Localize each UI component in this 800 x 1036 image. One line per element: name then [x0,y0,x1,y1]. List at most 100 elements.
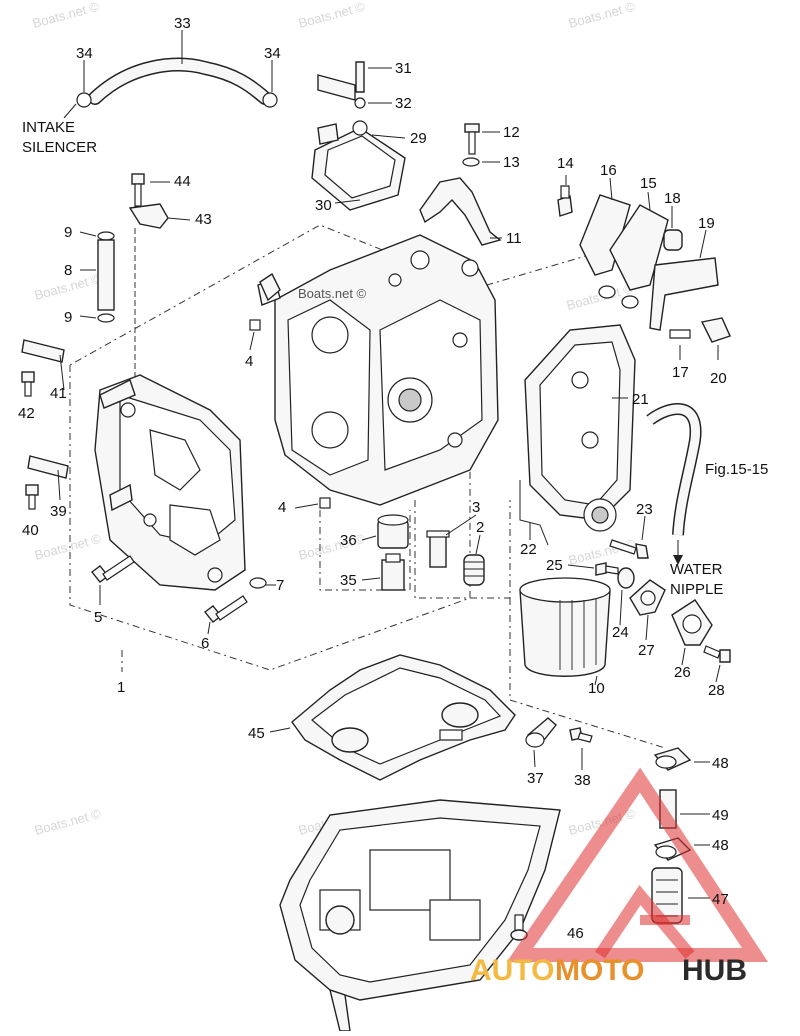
callout-31: 31 [395,60,412,77]
bracket-43-group [128,173,191,229]
callout-5: 5 [94,609,102,626]
assembly-35-boundary [319,510,411,591]
water-nipple-line2: NIPPLE [670,581,723,598]
callout-32: 32 [395,95,412,112]
callout-30: 30 [315,197,332,214]
callout-15: 15 [640,175,657,192]
callout-4-lower: 4 [278,499,286,516]
callout-20: 20 [710,370,727,387]
fig-reference: Fig.15-15 [705,461,768,478]
oil-filter [519,577,611,686]
callout-14: 14 [557,155,574,172]
callout-48-top: 48 [712,755,729,772]
bolt-23 [609,515,649,559]
callout-numbers: 33 34 34 31 32 29 12 13 30 44 43 11 14 1… [18,15,729,942]
callout-48-bottom: 48 [712,837,729,854]
callout-1: 1 [117,679,125,696]
callout-10: 10 [588,680,605,697]
bracket-11-group [419,123,502,246]
hose-clamp-right [262,92,278,108]
filter-leader [509,598,666,749]
fittings-2-3 [426,514,485,586]
brand-part-moto: MOTO [555,954,644,987]
intake-silencer-line2: SILENCER [22,139,97,156]
callout-47: 47 [712,891,729,908]
callout-46: 46 [567,925,584,942]
hose-clamp-left [76,92,92,108]
watermark-text: Boats.net © [33,531,103,563]
clamp-37-38 [525,717,593,770]
watermark-text: Boats.net © [33,806,103,838]
callout-9-top: 9 [64,224,72,241]
water-hose [646,403,702,565]
assembly-2-boundary [414,500,511,599]
cylinder-block: Boats.net © [257,234,499,506]
callout-6: 6 [201,635,209,652]
oil-pan [279,799,561,1032]
callout-11: 11 [506,230,522,247]
callout-21: 21 [632,391,649,408]
callout-2: 2 [476,519,484,536]
callout-3: 3 [472,499,480,516]
water-nipple-line1: WATER [670,561,723,578]
inline-watermark: Boats.net © [298,286,367,301]
callout-23: 23 [636,501,653,518]
intake-silencer-line1: INTAKE [22,119,75,136]
watermark-text: Boats.net © [31,0,101,31]
callout-28: 28 [708,682,725,699]
brand-wordmark: AUTO MOTO HUB [470,954,747,987]
callout-9-bottom: 9 [64,309,72,326]
callout-33: 33 [174,15,191,32]
callout-17: 17 [672,364,689,381]
callout-16: 16 [600,162,617,179]
watermark-text: Boats.net © [565,281,635,313]
callout-25: 25 [546,557,563,574]
callout-36: 36 [340,532,357,549]
assembly-boundaries [69,224,666,749]
callout-44: 44 [174,173,191,190]
exhaust-cover [519,324,636,546]
callout-34-left: 34 [76,45,93,62]
callout-7: 7 [276,577,284,594]
thermostat-cover-group [567,562,731,683]
crankcase-lower [94,374,246,591]
elbow-fitting [259,272,281,302]
callout-38: 38 [574,772,591,789]
text-labels: INTAKE SILENCER Fig.15-15 WATER NIPPLE [22,119,768,598]
callout-12: 12 [503,124,520,141]
callout-41: 41 [50,385,67,402]
callout-39: 39 [50,503,67,520]
watermark-text: Boats.net © [567,0,637,31]
callout-43: 43 [195,211,212,228]
plates-39-41 [21,339,69,510]
callout-4-upper: 4 [245,353,253,370]
dowel-8-group [79,228,136,380]
callout-37: 37 [527,770,544,787]
callout-40: 40 [22,522,39,539]
callout-26: 26 [674,664,691,681]
brand-part-auto: AUTO [470,954,554,987]
callout-24: 24 [612,624,629,641]
callout-35: 35 [340,572,357,589]
bolts-5-6-7 [91,555,276,635]
upper-right-parts [557,175,731,360]
watermark-text: Boats.net © [297,0,367,31]
callout-19: 19 [698,215,715,232]
callout-27: 27 [638,642,655,659]
brand-logo [506,767,768,962]
gasket-45 [269,654,516,781]
callout-18: 18 [664,190,681,207]
callout-29: 29 [410,130,427,147]
callout-22: 22 [520,541,537,558]
breather-cover [311,61,406,211]
brand-part-hub: HUB [682,954,747,987]
callout-34-right: 34 [264,45,281,62]
dowel-pins-4 [249,319,331,509]
fittings-35-36 [361,514,409,591]
fitting-46 [510,914,528,941]
intake-hose [63,30,278,119]
assembly-1-boundary [69,224,471,671]
callout-8: 8 [64,262,72,279]
